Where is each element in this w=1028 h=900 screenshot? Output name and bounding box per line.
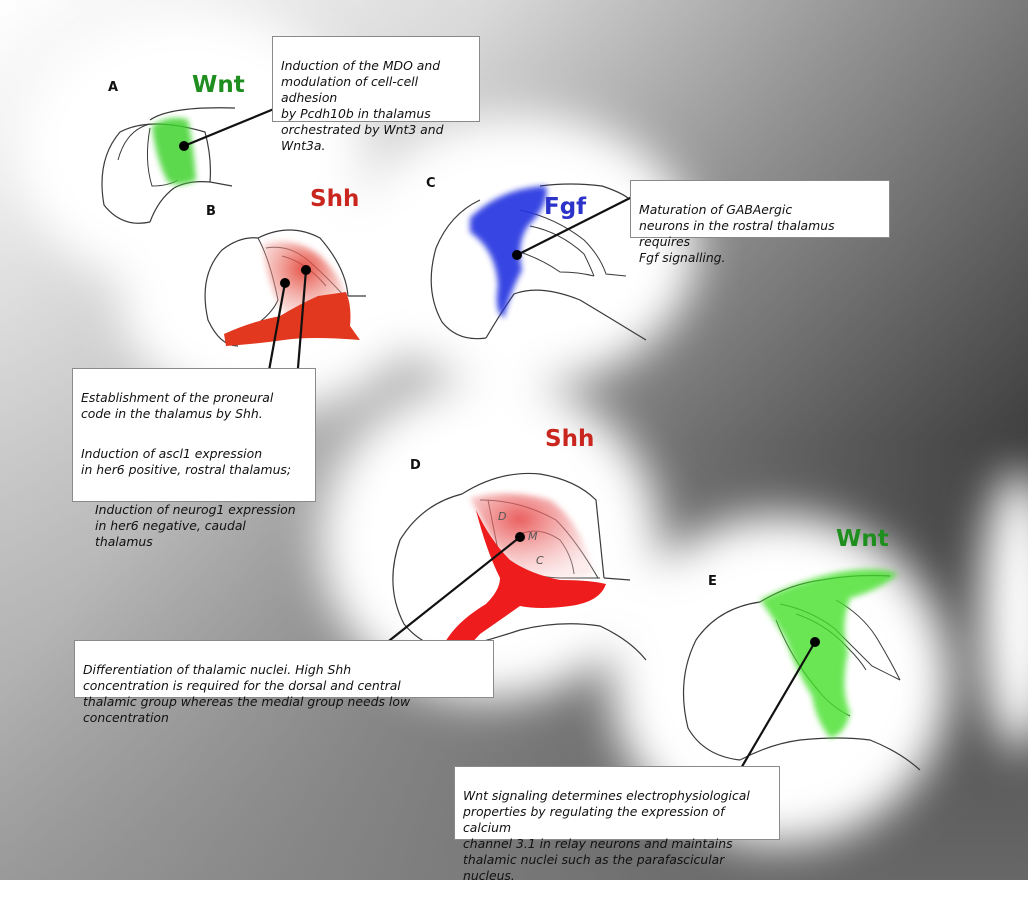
dot-e bbox=[810, 637, 820, 647]
callout-a-text: Induction of the MDO and modulation of c… bbox=[281, 58, 444, 153]
callout-b-text-1: Establishment of the proneural code in t… bbox=[81, 390, 274, 421]
signal-label-e-wnt: Wnt bbox=[836, 526, 889, 552]
callout-a: Induction of the MDO and modulation of c… bbox=[272, 36, 480, 153]
panel-d-shh-gradient bbox=[470, 493, 594, 580]
panel-label-e: E bbox=[708, 574, 717, 589]
leader-dots bbox=[179, 141, 820, 647]
dot-b1 bbox=[280, 278, 290, 288]
panel-d-shh-floorplate bbox=[443, 510, 606, 660]
panel-b-shh-gradient bbox=[262, 241, 346, 320]
callout-c: Maturation of GABAergic neurons in the r… bbox=[630, 180, 890, 265]
panel-label-a: A bbox=[108, 80, 119, 95]
leader-c bbox=[516, 195, 635, 256]
callout-c-text: Maturation of GABAergic neurons in the r… bbox=[639, 202, 835, 265]
callout-b: Establishment of the proneural code in t… bbox=[72, 368, 316, 549]
figure-canvas bbox=[0, 0, 1028, 880]
callout-b-text-3: Induction of neurog1 expression in her6 … bbox=[95, 502, 296, 549]
panel-a-wnt-stain bbox=[152, 118, 196, 185]
leader-a bbox=[183, 102, 287, 148]
panel-c-fgf-stain bbox=[470, 186, 547, 318]
dot-a bbox=[179, 141, 189, 151]
panel-b-shh-floorplate bbox=[224, 292, 360, 346]
region-d-central: C bbox=[536, 554, 544, 567]
region-d-medial: M bbox=[528, 530, 538, 543]
callout-e: Wnt signaling determines electrophysiolo… bbox=[454, 766, 780, 883]
region-d-dorsal: D bbox=[498, 510, 507, 523]
panel-label-d: D bbox=[410, 458, 421, 473]
callout-b-text-2: Induction of ascl1 expression in her6 po… bbox=[81, 446, 292, 477]
signal-label-a-wnt: Wnt bbox=[192, 72, 245, 98]
signal-label-d-shh: Shh bbox=[545, 426, 595, 452]
leader-e bbox=[739, 641, 816, 771]
dot-d bbox=[515, 532, 525, 542]
callout-d-text: Differentiation of thalamic nuclei. High… bbox=[83, 662, 411, 725]
panel-e-wnt-stain bbox=[760, 569, 898, 738]
leader-b1 bbox=[266, 282, 287, 377]
dot-b2 bbox=[301, 265, 311, 275]
leader-lines bbox=[183, 102, 816, 771]
dot-c bbox=[512, 250, 522, 260]
signal-label-b-shh: Shh bbox=[310, 186, 360, 212]
leader-d bbox=[379, 536, 521, 649]
panel-a-brain bbox=[101, 107, 236, 224]
signal-label-c-fgf: Fgf bbox=[544, 194, 587, 220]
panel-label-b: B bbox=[206, 204, 216, 219]
callout-e-text: Wnt signaling determines electrophysiolo… bbox=[463, 788, 750, 883]
panel-label-c: C bbox=[426, 176, 436, 191]
callout-d: Differentiation of thalamic nuclei. High… bbox=[74, 640, 494, 725]
